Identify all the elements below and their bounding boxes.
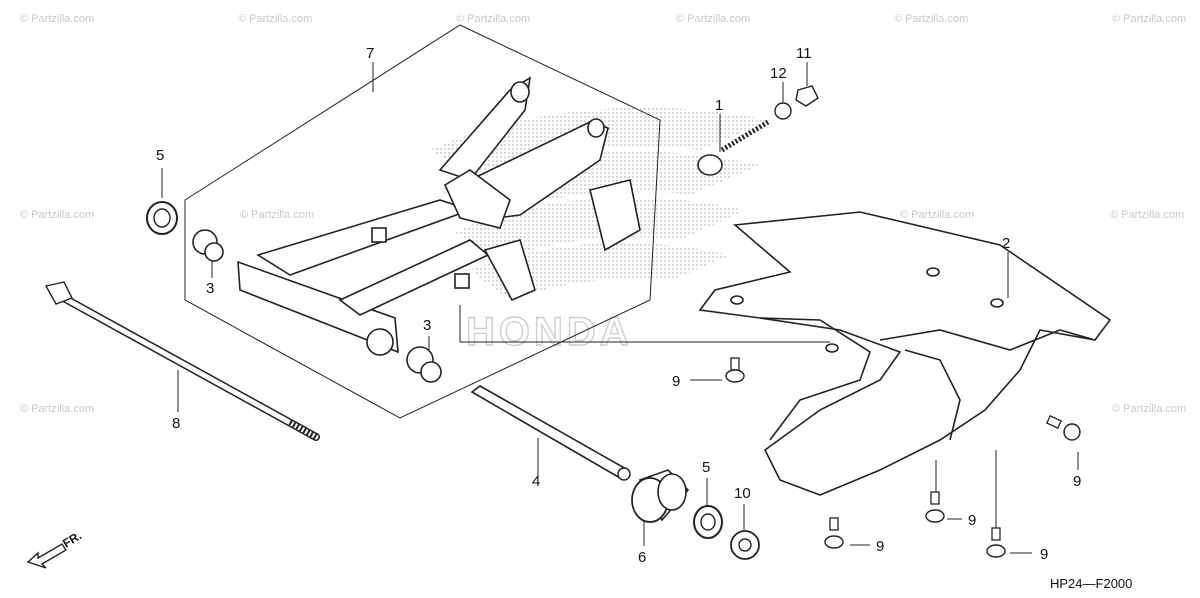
stud-bolt	[697, 119, 770, 176]
front-direction-indicator: FR.	[26, 528, 84, 569]
callout-label: 9	[672, 373, 680, 390]
dust-seal	[146, 201, 178, 235]
callout-label: 4	[532, 473, 540, 490]
watermark-text: © Partzilla.com	[20, 209, 94, 221]
flange-bolt	[925, 491, 945, 523]
callout-label: 1	[715, 97, 723, 114]
pivot-bolt	[44, 281, 320, 441]
callout-label: 6	[638, 549, 646, 566]
direction-arrow-icon	[26, 543, 67, 569]
swingarm	[237, 76, 641, 356]
watermark-text: © Partzilla.com	[1110, 209, 1184, 221]
flange-bolt	[986, 527, 1006, 558]
callout-label: 2	[1002, 235, 1010, 252]
watermark-text: © Partzilla.com	[20, 403, 94, 415]
collar	[192, 229, 224, 262]
watermark-text: © Partzilla.com	[900, 209, 974, 221]
hex-nut	[795, 85, 819, 107]
collar	[406, 346, 442, 383]
watermark-layer: © Partzilla.com © Partzilla.com © Partzi…	[20, 13, 1186, 415]
flange-bolt	[725, 357, 745, 383]
callout-labels: 1 2 3 3 4 5 5 6 7 8 9 9 9 9 9 10 11 12	[156, 45, 1081, 566]
callout-label: 5	[702, 459, 710, 476]
leader-lines	[161, 62, 1079, 554]
callout-label: 9	[968, 512, 976, 529]
watermark-text: © Partzilla.com	[676, 13, 750, 25]
swingarm-guard	[698, 211, 1112, 496]
pivot-collar	[470, 385, 631, 481]
callout-label: 9	[1040, 546, 1048, 563]
callout-label: 10	[734, 485, 751, 502]
callout-label: 12	[770, 65, 787, 82]
callout-label: 11	[796, 45, 812, 62]
pivot-bushing	[631, 469, 690, 523]
callout-label: 9	[876, 538, 884, 555]
callout-label: 3	[206, 280, 214, 297]
callout-label: 8	[172, 415, 180, 432]
washer	[774, 102, 792, 120]
watermark-text: © Partzilla.com	[20, 13, 94, 25]
watermark-text: © Partzilla.com	[456, 13, 530, 25]
watermark-text: © Partzilla.com	[1112, 403, 1186, 415]
watermark-text: © Partzilla.com	[894, 13, 968, 25]
callout-label: 3	[423, 317, 431, 334]
watermark-text: © Partzilla.com	[1112, 13, 1186, 25]
callout-label: 9	[1073, 473, 1081, 490]
flange-bolt	[1046, 414, 1081, 441]
flange-nut	[730, 530, 760, 560]
watermark-text: © Partzilla.com	[238, 13, 312, 25]
callout-label: 7	[366, 45, 374, 62]
assembly-group-box	[184, 24, 661, 419]
diagram-code: HP24—F2000	[1050, 576, 1132, 591]
dust-seal	[693, 505, 723, 539]
callout-label: 5	[156, 147, 164, 164]
honda-wordmark: HONDA	[466, 310, 633, 354]
watermark-text: © Partzilla.com	[240, 209, 314, 221]
flange-bolt	[824, 517, 844, 549]
